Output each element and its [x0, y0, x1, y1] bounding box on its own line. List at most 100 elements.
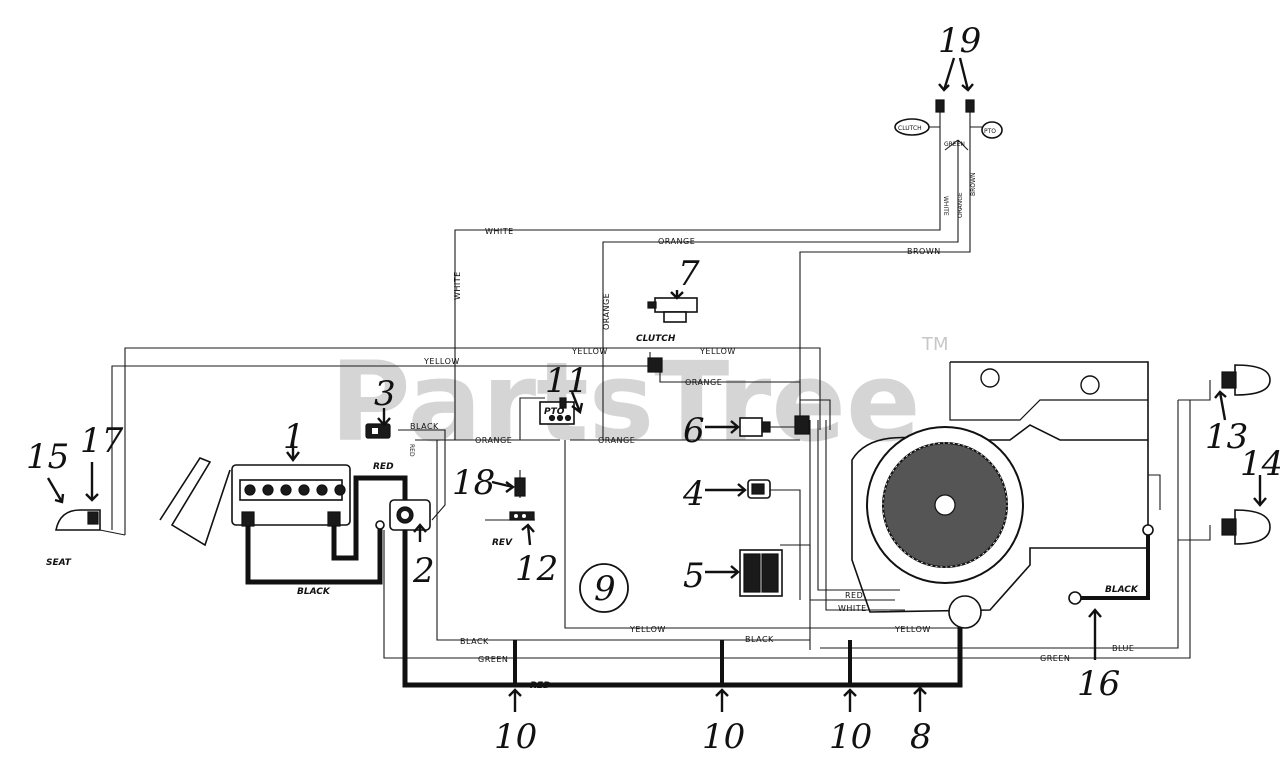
yellow-seat-wire — [124, 347, 821, 535]
headlight-wires — [1178, 380, 1211, 541]
green-bottom-wire — [383, 530, 1191, 659]
connector-block — [794, 415, 810, 435]
wire-label-orange-3: ORANGE — [598, 436, 635, 445]
callout-16: 16 — [1077, 664, 1120, 704]
wire-label-black-batt: BLACK — [297, 587, 331, 597]
callout-13: 13 — [1205, 417, 1248, 457]
wire-label-orange-vert: ORANGE — [602, 293, 611, 330]
component-6 — [739, 417, 771, 437]
heavy-cables — [245, 475, 1150, 688]
wire-label-brown-19: BROWN — [970, 173, 977, 196]
wire-label-white-vert: WHITE — [453, 271, 462, 300]
brown-wire — [799, 120, 971, 430]
seat-switch — [55, 509, 126, 536]
label-seat: SEAT — [46, 558, 72, 568]
wire-label-green-right: GREEN — [1040, 654, 1070, 663]
component-7 — [647, 297, 698, 323]
component-12 — [509, 511, 535, 521]
component-18 — [514, 477, 526, 497]
wire-label-orange-19: ORANGE — [957, 192, 964, 218]
callout-10-b: 10 — [702, 717, 745, 757]
battery-neg-cable — [245, 520, 383, 585]
callout-9-circle — [579, 563, 629, 613]
callout-17: 17 — [80, 421, 124, 461]
block-top-wires — [800, 399, 831, 430]
wire-label-brown-top: BROWN — [907, 247, 941, 256]
wire-labels: WHITE WHITE ORANGE ORANGE BROWN GREEN WH… — [297, 141, 1139, 691]
wire-to-5 — [780, 544, 811, 650]
wire-label-yellow-2: YELLOW — [571, 347, 608, 356]
callout-3: 3 — [374, 374, 396, 414]
callout-10-c: 10 — [829, 717, 872, 757]
component-5 — [739, 549, 783, 597]
yellow-seat-wire-2 — [111, 365, 650, 530]
plug-19 — [894, 99, 1003, 139]
wire-label-black-engine: BLACK — [1105, 585, 1139, 595]
black-lower-wire — [436, 440, 810, 641]
callout-18: 18 — [452, 463, 495, 503]
callout-1: 1 — [283, 417, 305, 457]
wire-label-black-mid: BLACK — [745, 635, 774, 644]
orange-wire — [602, 140, 959, 440]
wire-label-orange-2: ORANGE — [475, 436, 512, 445]
label-clutch: CLUTCH — [636, 334, 676, 344]
callout-11: 11 — [545, 361, 588, 401]
yellow-lower-wire — [564, 440, 960, 629]
connector-19-merge — [944, 139, 969, 151]
wire-label-yellow-3: YELLOW — [699, 347, 736, 356]
wire-label-yellow-5: YELLOW — [894, 625, 931, 634]
connector-3 — [365, 423, 391, 439]
label-clutch-plug: CLUTCH — [898, 125, 922, 132]
wire-label-white-top: WHITE — [485, 227, 514, 236]
battery — [231, 464, 351, 527]
wire-to-4 — [770, 489, 801, 600]
callout-9: 9 — [594, 569, 616, 609]
wire-label-orange-top: ORANGE — [658, 237, 695, 246]
engine-harness — [1148, 474, 1161, 510]
callout-19: 19 — [938, 21, 981, 61]
black-to-3 — [398, 429, 446, 521]
blue-right-wire — [820, 400, 1179, 649]
clutch-orange-wire — [659, 370, 801, 430]
wire-label-white-engine: WHITE — [838, 604, 867, 613]
wire-label-red-engine: RED — [845, 591, 863, 600]
engine-black-cable — [1075, 535, 1150, 600]
wire-label-green: GREEN — [944, 141, 965, 148]
pto-switch — [539, 397, 575, 425]
headlights — [1221, 364, 1271, 545]
callout-8: 8 — [910, 717, 932, 757]
wire-label-green-bottom: GREEN — [478, 655, 508, 664]
callout-arrows — [46, 57, 1267, 712]
callout-14: 14 — [1240, 444, 1280, 484]
watermark-tm: TM — [921, 334, 949, 355]
wire-label-red-vert: RED — [408, 444, 415, 457]
watermark: PartsTree — [330, 338, 921, 466]
white-wire — [454, 120, 941, 440]
wire-label-blue-right: BLUE — [1112, 644, 1134, 653]
callout-15: 15 — [26, 437, 69, 477]
wire-label-yellow-4: YELLOW — [629, 625, 666, 634]
callout-2: 2 — [412, 551, 435, 591]
wire-label-red-batt: RED — [373, 462, 394, 472]
callout-7: 7 — [678, 254, 700, 294]
battery-pos-cable — [331, 475, 408, 561]
callout-12: 12 — [515, 549, 558, 589]
label-pto: PTO — [544, 407, 565, 417]
callout-4: 4 — [682, 474, 705, 514]
wire-label-yellow-1: YELLOW — [423, 357, 460, 366]
main-red-cable — [402, 530, 963, 688]
pto-left-wire — [519, 397, 545, 440]
callout-10-a: 10 — [494, 717, 537, 757]
battery-strap — [159, 457, 231, 547]
callout-6: 6 — [683, 411, 705, 451]
wire-label-red-bottom: RED — [530, 681, 551, 691]
solenoid — [375, 499, 431, 531]
thin-wires — [111, 108, 1211, 659]
component-labels: SEAT REV PTO CLUTCH CLUTCH PTO — [46, 125, 996, 568]
callout-5: 5 — [683, 556, 705, 596]
label-rev: REV — [492, 538, 513, 548]
wire-label-black-3: BLACK — [410, 422, 439, 431]
wire-label-white-19: WHITE — [942, 196, 949, 216]
wire-label-orange-1: ORANGE — [685, 378, 722, 387]
